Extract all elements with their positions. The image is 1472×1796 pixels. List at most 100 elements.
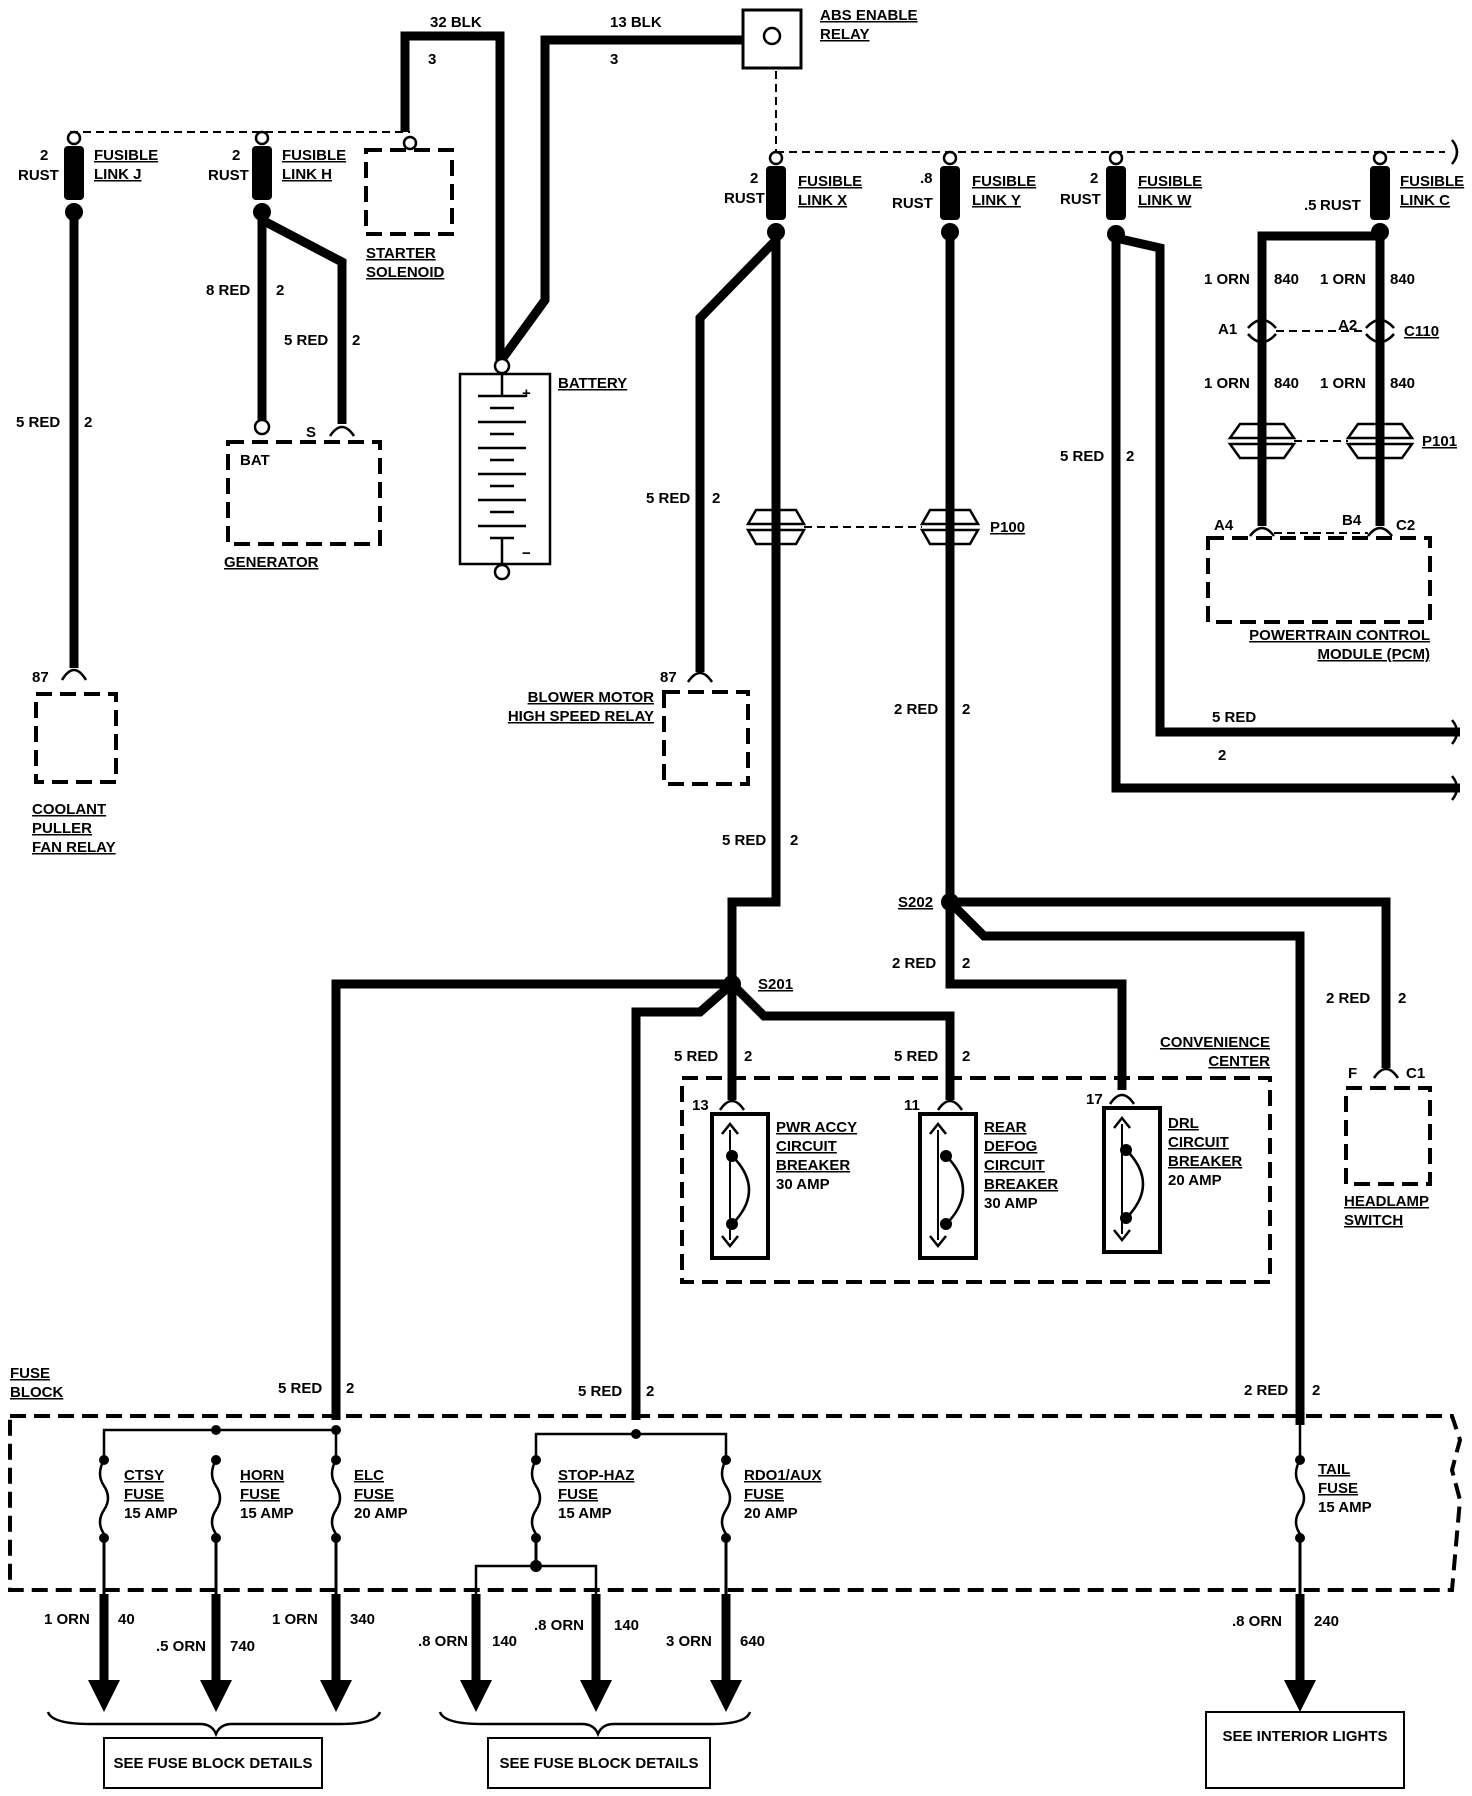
wire-o6-num: 640 bbox=[740, 1633, 765, 1650]
pcm-c2-label: C2 bbox=[1396, 517, 1415, 534]
fuse-rdo1-aux bbox=[720, 1455, 732, 1594]
breaker-2-line-5: 30 AMP bbox=[984, 1195, 1038, 1212]
blower-terminal bbox=[686, 671, 714, 683]
wire-s202-drl bbox=[945, 902, 1127, 1090]
link-c-name-2: LINK C bbox=[1400, 192, 1450, 209]
fuse-3-line-3: 20 AMP bbox=[354, 1505, 408, 1522]
wire-w-out1: 5 RED bbox=[1212, 709, 1256, 726]
fuse-block-label-2: BLOCK bbox=[10, 1384, 63, 1401]
wire-s201a-num: 2 bbox=[744, 1048, 752, 1065]
starter-box bbox=[364, 148, 454, 236]
headlamp-label-2: SWITCH bbox=[1344, 1212, 1403, 1229]
wire-s202-tail bbox=[946, 898, 1305, 1425]
breaker-2-line-4: BREAKER bbox=[984, 1176, 1058, 1193]
wire-s201a-label: 5 RED bbox=[674, 1048, 718, 1065]
pcm-a4 bbox=[1249, 526, 1275, 537]
wire-c-l1: 1 ORN bbox=[1204, 271, 1250, 288]
w2-end-cap bbox=[1451, 775, 1459, 801]
fuse-6-line-1: TAIL bbox=[1318, 1461, 1350, 1478]
connector-p101 bbox=[1227, 420, 1415, 462]
wire-s202a-label: 2 RED bbox=[892, 955, 936, 972]
link-h-color: RUST bbox=[208, 167, 249, 184]
starter-terminal bbox=[402, 135, 418, 151]
wire-c-n1: 840 bbox=[1274, 271, 1299, 288]
wire-fb3-label: 2 RED bbox=[1244, 1382, 1288, 1399]
breaker-3-line-3: BREAKER bbox=[1168, 1153, 1242, 1170]
wire-32blk-num: 3 bbox=[428, 51, 436, 68]
wire-s202b-num: 2 bbox=[1398, 990, 1406, 1007]
bus-end-cap bbox=[1451, 139, 1459, 165]
fusible-link-h: 2 RUST FUSIBLE LINK H bbox=[208, 130, 346, 221]
svg-text:−: − bbox=[522, 545, 531, 562]
see-fuse-box-1 bbox=[103, 1737, 323, 1789]
fuse-2-line-1: HORN bbox=[240, 1467, 284, 1484]
fuse-bus-2 bbox=[534, 1432, 728, 1458]
wire-fb1-num: 2 bbox=[346, 1380, 354, 1397]
breaker-1-line-4: 30 AMP bbox=[776, 1176, 830, 1193]
c110-label: C110 bbox=[1404, 323, 1439, 340]
fusible-link-j: 2 RUST FUSIBLE LINK J bbox=[18, 130, 158, 221]
wire-o2-label: .5 ORN bbox=[156, 1638, 206, 1655]
wire-s201-elc bbox=[331, 979, 732, 1420]
link-j-color: RUST bbox=[18, 167, 59, 184]
breaker-pwr-accy bbox=[710, 1099, 770, 1260]
wire-h1-num: 2 bbox=[276, 282, 284, 299]
wire-x-blower-label: 5 RED bbox=[646, 490, 690, 507]
wire-x-main bbox=[727, 232, 781, 984]
pcm-b4 bbox=[1367, 526, 1393, 537]
gen-bat-terminal bbox=[253, 418, 271, 436]
headlamp-label-1: HEADLAMP bbox=[1344, 1193, 1429, 1210]
gen-bat-label: BAT bbox=[240, 452, 270, 469]
link-y-size: .8 bbox=[920, 170, 933, 187]
wire-o7-label: .8 ORN bbox=[1232, 1613, 1282, 1630]
fuse-tail bbox=[1294, 1455, 1306, 1594]
wire-s201-defog bbox=[728, 980, 955, 1100]
wire-h1-label: 8 RED bbox=[206, 282, 250, 299]
fuse-block-box bbox=[8, 1414, 1463, 1592]
fuse-4-line-3: 15 AMP bbox=[558, 1505, 612, 1522]
blower-pin: 87 bbox=[660, 669, 677, 686]
see-fuse-text-1: SEE FUSE BLOCK DETAILS bbox=[114, 1755, 313, 1772]
wire-s202a-num: 2 bbox=[962, 955, 970, 972]
link-w-color: RUST bbox=[1060, 191, 1101, 208]
wire-o7-num: 240 bbox=[1314, 1613, 1339, 1630]
wire-fb1-label: 5 RED bbox=[278, 1380, 322, 1397]
headlamp-terminal bbox=[1372, 1067, 1400, 1079]
link-x-name-1: FUSIBLE bbox=[798, 173, 862, 190]
link-h-name-2: LINK H bbox=[282, 166, 332, 183]
wire-w-label: 5 RED bbox=[1060, 448, 1104, 465]
wire-o1-num: 40 bbox=[118, 1611, 135, 1628]
connector-p100 bbox=[745, 506, 981, 548]
coolant-label-3: FAN RELAY bbox=[32, 839, 116, 856]
blower-relay-box bbox=[662, 690, 750, 786]
wire-32blk-label: 32 BLK bbox=[430, 14, 482, 31]
p101-label: P101 bbox=[1422, 433, 1457, 450]
wire-c-n4: 840 bbox=[1390, 375, 1415, 392]
link-w-name-2: LINK W bbox=[1138, 192, 1192, 209]
breaker-1-line-3: BREAKER bbox=[776, 1157, 850, 1174]
see-fuse-text-2: SEE FUSE BLOCK DETAILS bbox=[500, 1755, 699, 1772]
fuse-2-line-3: 15 AMP bbox=[240, 1505, 294, 1522]
see-interior-box bbox=[1205, 1711, 1405, 1789]
wire-w-out2: 2 bbox=[1218, 747, 1226, 764]
fuse-1-line-2: FUSE bbox=[124, 1486, 164, 1503]
fuse-ctsy bbox=[98, 1455, 110, 1594]
wire-x-main-label: 5 RED bbox=[722, 832, 766, 849]
blower-label-1: BLOWER MOTOR bbox=[528, 689, 655, 706]
convenience-label-1: CONVENIENCE bbox=[1160, 1034, 1270, 1051]
wire-s201b-label: 5 RED bbox=[894, 1048, 938, 1065]
wire-32blk bbox=[400, 31, 505, 362]
fuse-stop-haz bbox=[474, 1455, 598, 1594]
fuse-5-line-2: FUSE bbox=[744, 1486, 784, 1503]
link-c-color: RUST bbox=[1320, 197, 1361, 214]
wire-o4-num: 140 bbox=[492, 1633, 517, 1650]
pcm-a4-label: A4 bbox=[1214, 517, 1234, 534]
link-j-name-2: LINK J bbox=[94, 166, 142, 183]
link-h-name-1: FUSIBLE bbox=[282, 147, 346, 164]
fusible-link-c: .5 RUST FUSIBLE LINK C bbox=[1304, 150, 1464, 241]
breaker-3-line-2: CIRCUIT bbox=[1168, 1134, 1229, 1151]
c110-a2: A2 bbox=[1338, 317, 1357, 334]
fuse-bus-1 bbox=[102, 1428, 338, 1458]
headlamp-pin-c1: C1 bbox=[1406, 1065, 1425, 1082]
